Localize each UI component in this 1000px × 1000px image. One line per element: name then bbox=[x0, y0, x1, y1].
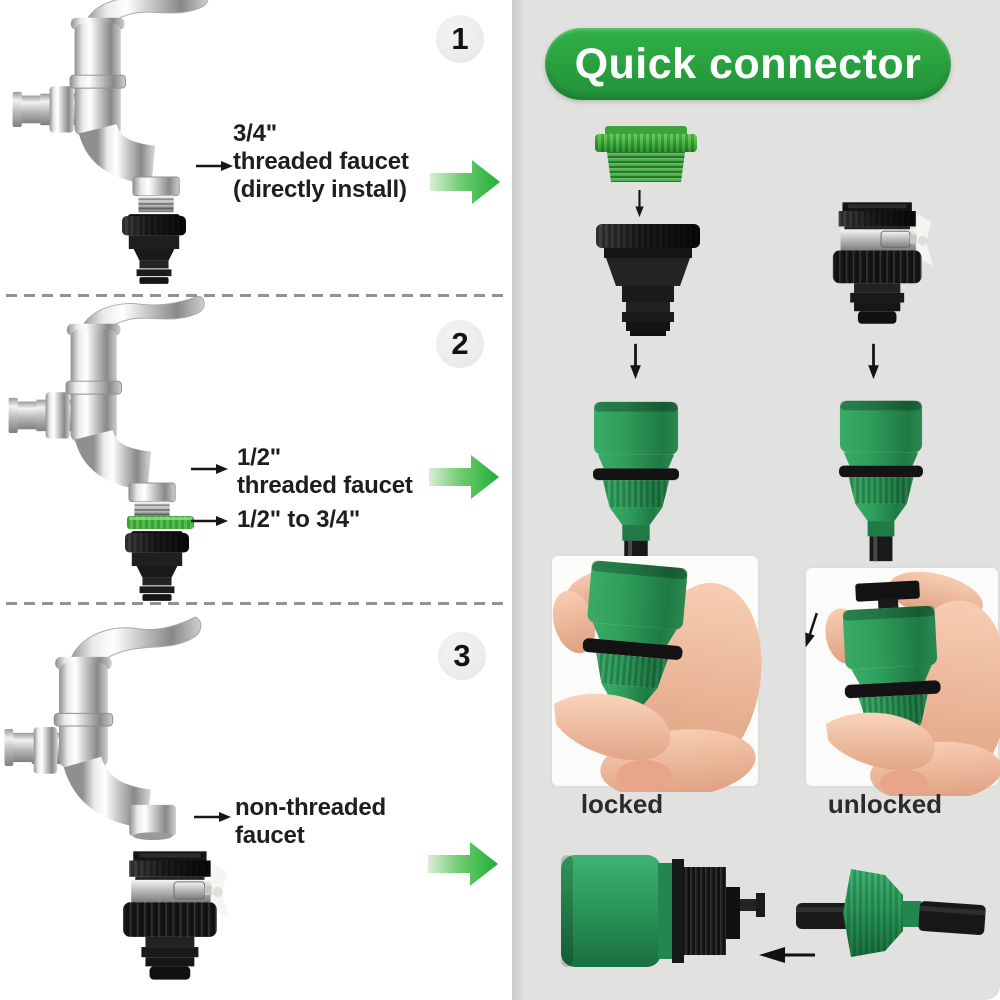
faucet-illustration-1 bbox=[12, 0, 214, 214]
faucet-illustration-2 bbox=[8, 296, 210, 520]
unlocked-label: unlocked bbox=[827, 789, 943, 819]
down-arrow-icon bbox=[630, 343, 641, 380]
step-badge-2: 2 bbox=[436, 320, 484, 368]
pointer-arrow-icon bbox=[191, 464, 228, 474]
quick-connector-illustration-b bbox=[839, 394, 923, 566]
left-arrow-icon bbox=[759, 947, 815, 963]
step-label-2: 1/2" threaded faucet bbox=[237, 444, 413, 499]
proceed-arrow-icon bbox=[428, 842, 498, 886]
proceed-arrow-icon bbox=[429, 455, 499, 499]
step-label-3: non-threaded faucet bbox=[235, 794, 386, 849]
section-divider bbox=[6, 294, 504, 297]
step-label-1: 3/4" threaded faucet (directly install) bbox=[233, 120, 409, 203]
banner-title: Quick connector bbox=[574, 39, 922, 88]
step-badge-1: 1 bbox=[436, 15, 484, 63]
section-divider bbox=[6, 602, 504, 605]
faucet-illustration-3 bbox=[4, 614, 234, 840]
green-reducer-ring-illustration bbox=[127, 516, 194, 529]
green-male-adapter-illustration bbox=[595, 126, 697, 184]
quick-connector-panel bbox=[512, 0, 1000, 1000]
quick-connector-illustration-a bbox=[593, 394, 679, 572]
proceed-arrow-icon bbox=[430, 160, 500, 204]
clamp-tap-adapter-illustration bbox=[829, 194, 935, 334]
pointer-arrow-icon bbox=[196, 161, 233, 171]
down-arrow-icon bbox=[635, 190, 644, 218]
pointer-arrow-icon bbox=[805, 612, 818, 648]
tap-adapter-illustration-2 bbox=[125, 531, 189, 601]
clamp-tap-adapter-illustration-3 bbox=[119, 851, 231, 982]
down-arrow-icon bbox=[868, 343, 879, 380]
pointer-arrow-icon bbox=[194, 812, 231, 822]
hand-unlocked-photo bbox=[805, 571, 1000, 796]
tap-adapter-illustration-1 bbox=[122, 214, 186, 284]
hose-assembly-illustration bbox=[561, 855, 986, 967]
hand-locked-photo bbox=[552, 559, 762, 792]
step-badge-3: 3 bbox=[438, 632, 486, 680]
step-label-2-secondary: 1/2" to 3/4" bbox=[237, 506, 361, 533]
pointer-arrow-icon bbox=[191, 516, 228, 526]
black-hose-adapter-illustration bbox=[596, 224, 700, 336]
panel-edge-shadow bbox=[512, 0, 524, 1000]
quick-connector-banner: Quick connector bbox=[545, 28, 951, 100]
locked-label: locked bbox=[580, 789, 664, 819]
